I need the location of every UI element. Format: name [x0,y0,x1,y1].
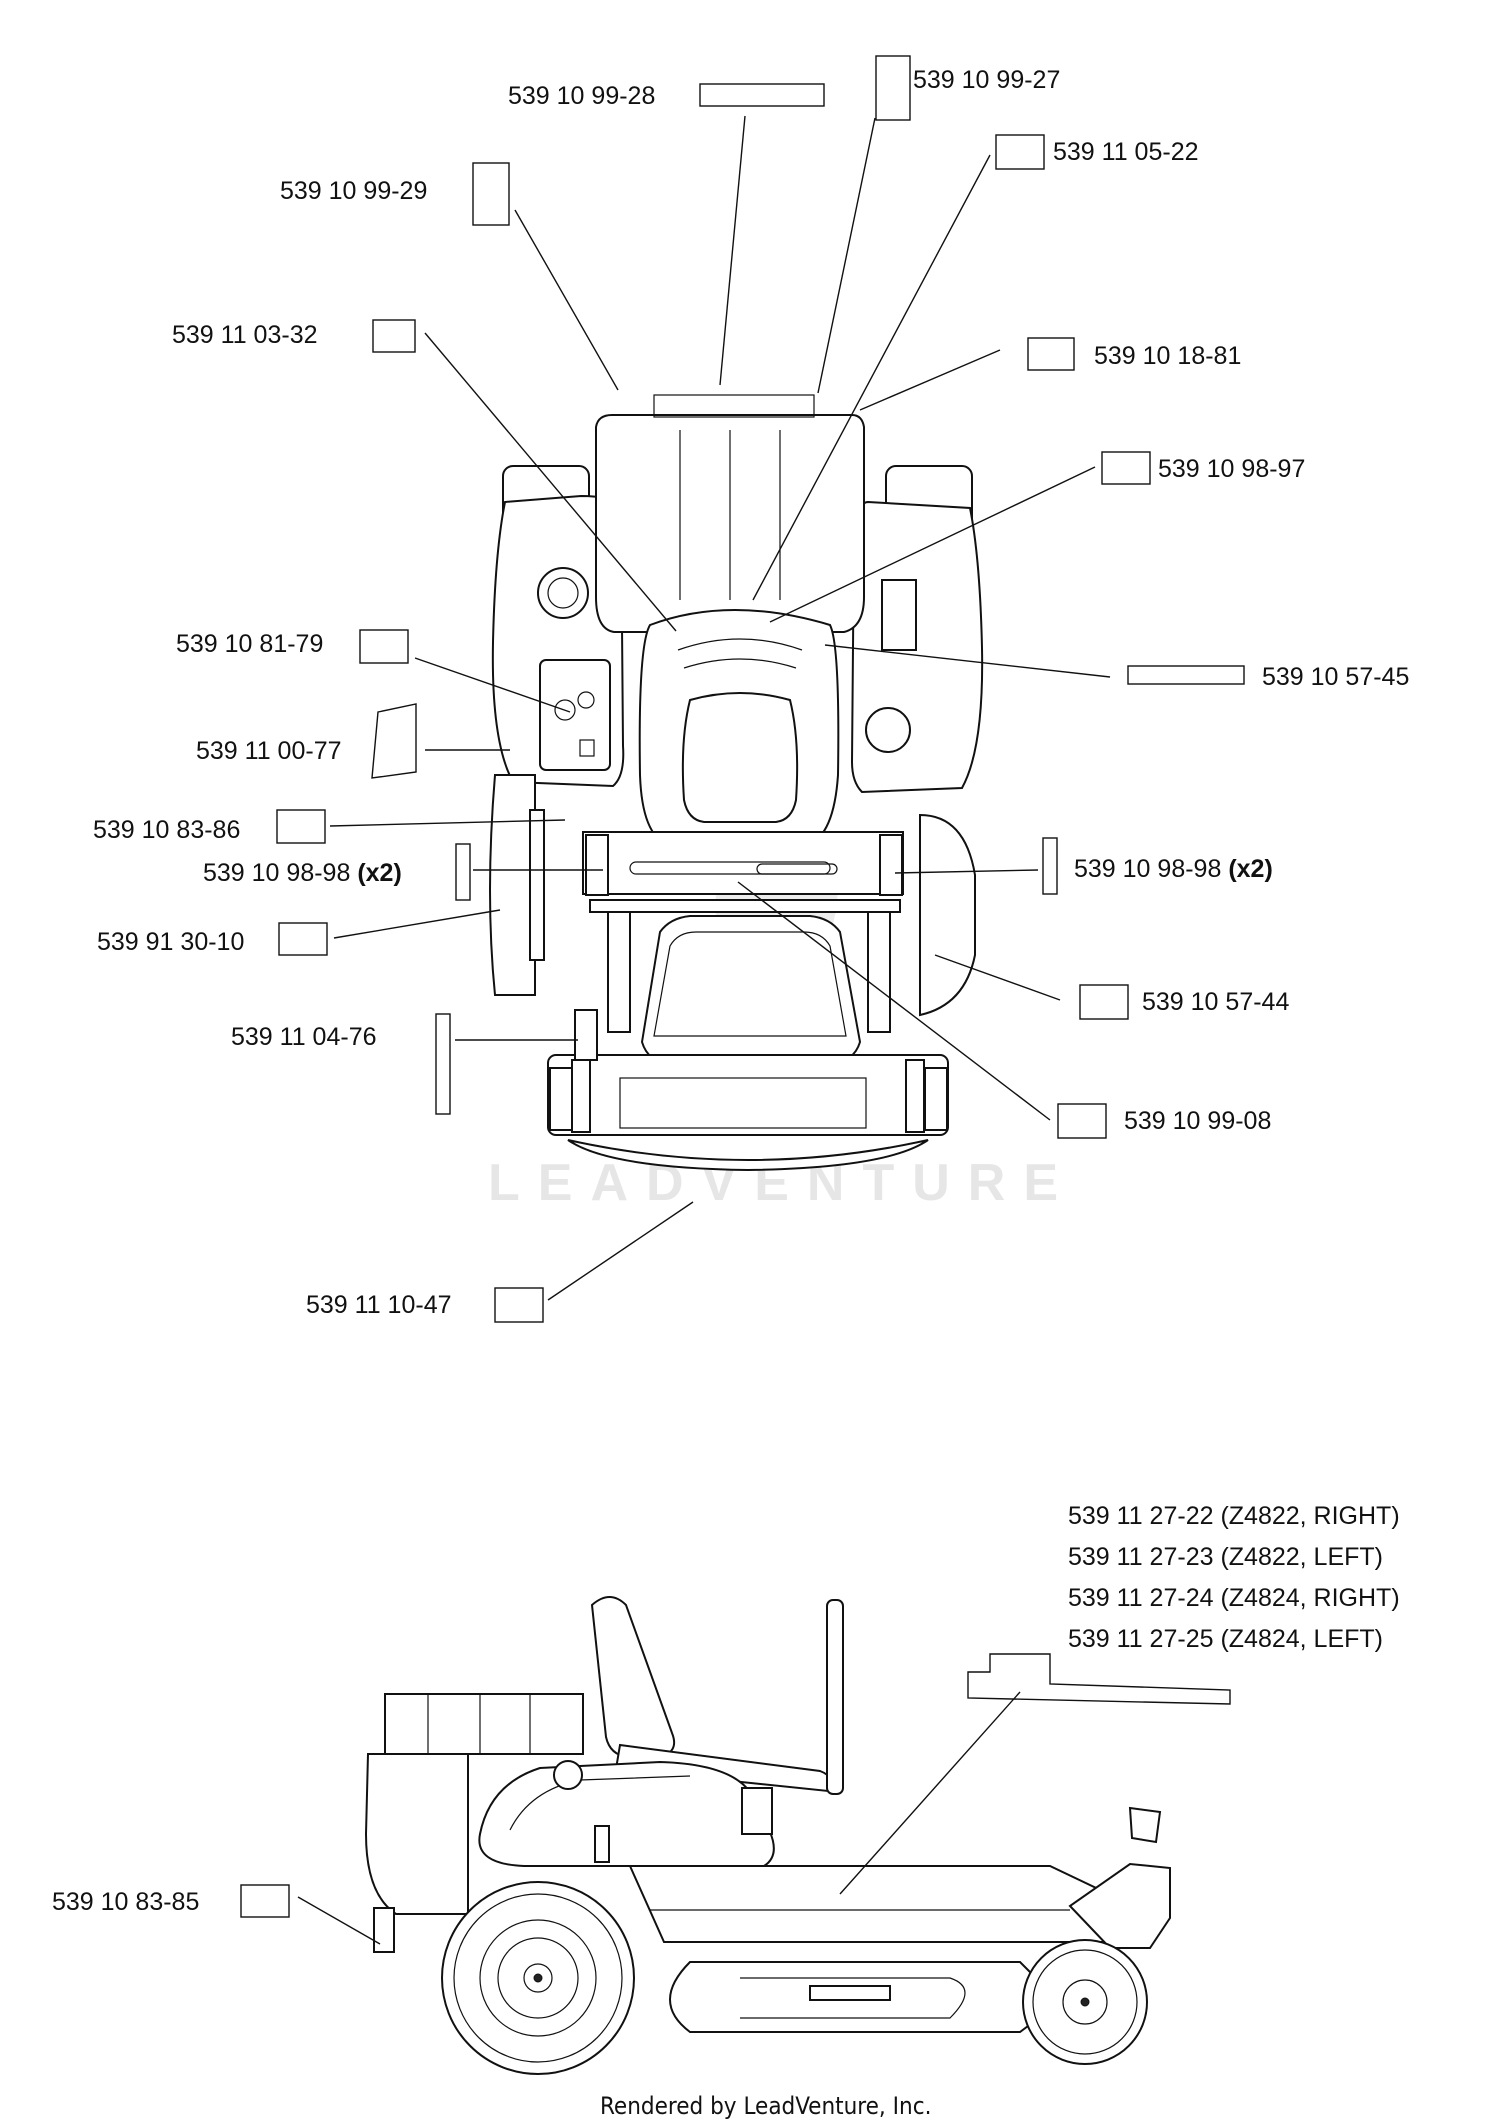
label-539-11-10-47: 539 11 10-47 [306,1291,452,1319]
label-539-10-57-44: 539 10 57-44 [1142,988,1289,1016]
label-539-10-99-08: 539 10 99-08 [1124,1107,1271,1135]
side-decal-line-2: 539 11 27-23 (Z4822, LEFT) [1068,1543,1383,1571]
top-decal-shapes [276,55,1245,1323]
label-539-11-05-22: 539 11 05-22 [1053,138,1199,166]
label-539-10-98-97: 539 10 98-97 [1158,455,1305,483]
label-qty-right: (x2) [1228,855,1272,883]
label-539-10-99-27: 539 10 99-27 [913,66,1060,94]
label-539-11-03-32: 539 11 03-32 [172,321,318,349]
top-leader-lines [329,115,1111,1301]
label-539-91-30-10: 539 91 30-10 [97,928,244,956]
label-539-10-83-85: 539 10 83-85 [52,1888,199,1916]
label-539-10-18-81: 539 10 18-81 [1094,342,1241,370]
side-leader-lines [297,1691,1021,1945]
label-539-10-81-79: 539 10 81-79 [176,630,323,658]
label-539-11-04-76: 539 11 04-76 [231,1023,377,1051]
decal-box-539-10-83-85 [240,1884,290,1918]
top-labels: 539 10 99-28 539 10 99-27 539 11 05-22 5… [93,66,1409,1319]
side-decal-line-4: 539 11 27-25 (Z4824, LEFT) [1068,1625,1383,1653]
label-539-10-99-28: 539 10 99-28 [508,82,655,110]
side-decal-shape [967,1653,1231,1705]
side-decal-line-3: 539 11 27-24 (Z4824, RIGHT) [1068,1584,1400,1612]
side-decal-labels: 539 11 27-22 (Z4822, RIGHT) 539 11 27-23… [52,1502,1400,1916]
label-539-10-99-29: 539 10 99-29 [280,177,427,205]
front-grille [619,1077,867,1129]
mower-side-view [364,1596,1171,2075]
label-539-10-57-45: 539 10 57-45 [1262,663,1409,691]
mower-top-view [489,394,984,1172]
label-539-10-98-98-right: 539 10 98-98 (x2) [1074,855,1273,883]
side-decal-line-1: 539 11 27-22 (Z4822, RIGHT) [1068,1502,1400,1530]
footer-credit: Rendered by LeadVenture, Inc. [600,2092,931,2120]
label-539-11-00-77: 539 11 00-77 [196,737,342,765]
label-539-10-98-98-left: 539 10 98-98 (x2) [203,859,402,887]
label-539-10-83-86: 539 10 83-86 [93,816,240,844]
label-qty-left: (x2) [357,859,401,887]
